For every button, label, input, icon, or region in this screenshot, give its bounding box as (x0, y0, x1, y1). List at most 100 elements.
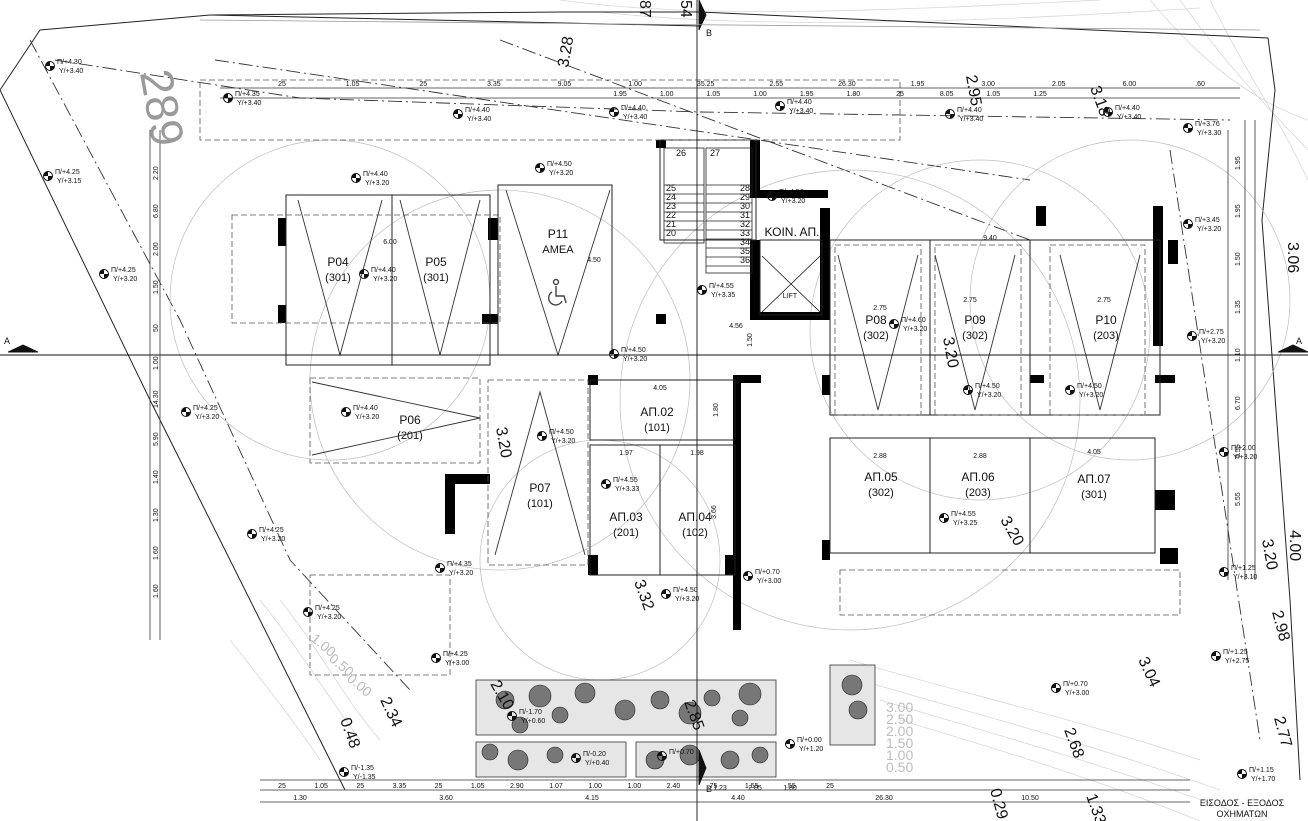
stair-step-number: 32 (740, 219, 750, 229)
level-top-value: Π/+0.70 (1063, 681, 1088, 688)
room-code: (302) (962, 330, 988, 342)
dimension-value: 1.55 (745, 783, 759, 790)
vertical-dimension: 1.50 (153, 280, 160, 294)
topographic-contours (229, 0, 1308, 821)
vertical-dimension: 14.30 (153, 390, 160, 408)
dimension-value: 6.00 (1123, 81, 1137, 88)
plan-annotations: P04(301)P05(301)P11AMEAP06(201)P07(101)P… (4, 0, 1303, 821)
level-marker (743, 571, 753, 581)
vertical-dimension: 1.40 (153, 470, 160, 484)
spot-level: 4.00 (1286, 530, 1303, 561)
spot-level: 3.04 (1134, 655, 1163, 690)
level-marker (507, 711, 517, 721)
room-code: (201) (613, 527, 639, 539)
left-dimension-strings (149, 120, 1256, 640)
spot-level: 2.77 (1270, 715, 1295, 750)
level-bottom-value: Υ/+3.20 (261, 536, 285, 543)
spot-level: 2.98 (1268, 609, 1293, 644)
room-dimension: 2.75 (1097, 297, 1111, 304)
level-bottom-value: Υ/+3.40 (237, 100, 261, 107)
dimension-value: .75 (708, 783, 718, 790)
level-bottom-value: Υ/+1.70 (1251, 776, 1275, 783)
landscape-planters (475, 664, 876, 778)
vertical-dimension: 5.55 (1235, 492, 1242, 506)
contour-label: 2.00 (886, 723, 913, 739)
room-name: ΑΠ.06 (961, 470, 995, 484)
dimension-value: 10.50 (1021, 795, 1039, 802)
lift-label: LIFT (783, 293, 798, 300)
dimension-value: .60 (1195, 81, 1205, 88)
parking-bays (199, 79, 1181, 676)
dimension-value: 2.05 (1052, 81, 1066, 88)
level-marker (431, 653, 441, 663)
level-bottom-value: Υ/+3.40 (623, 114, 647, 121)
level-bottom-value: Υ/+3.40 (1117, 114, 1141, 121)
level-marker (1237, 769, 1247, 779)
contour-label: 2.50 (886, 711, 913, 727)
vertical-dimension: 1.95 (1235, 204, 1242, 218)
level-bottom-value: Υ/+3.20 (449, 570, 473, 577)
level-bottom-value: Υ/+3.20 (317, 614, 341, 621)
level-top-value: Π/+4.50 (549, 429, 574, 436)
level-top-value: Π/-1.35 (351, 765, 374, 772)
level-bottom-value: Υ/+3.20 (1197, 226, 1221, 233)
level-bottom-value: Υ/+3.20 (549, 170, 573, 177)
dimension-value: 3.00 (981, 81, 995, 88)
spot-level: 3.18 (1086, 84, 1113, 119)
dimension-value: 1.05 (471, 783, 485, 790)
level-marker (889, 319, 899, 329)
spot-level: 3.28 (555, 35, 577, 69)
level-top-value: Π/+1.15 (1249, 767, 1274, 774)
dimension-value: 1.05 (987, 91, 1001, 98)
room-dimension: 3.66 (711, 505, 718, 519)
level-bottom-value: Υ/+3.25 (953, 520, 977, 527)
room-name: P06 (399, 413, 421, 427)
room-name: ΑΠ.07 (1077, 472, 1111, 486)
level-bottom-value: Υ/+3.40 (789, 108, 813, 115)
room-name: P09 (964, 313, 986, 327)
site-boundary (0, 11, 1301, 791)
room-name: ΑΠ.02 (640, 405, 674, 419)
dimension-value: 1.95 (613, 91, 627, 98)
level-top-value: Π/+2.75 (1199, 329, 1224, 336)
spot-level: 2.68 (1060, 726, 1087, 761)
level-bottom-value: Υ/+3.20 (675, 596, 699, 603)
room-dimension: 1.50 (747, 333, 754, 347)
vertical-dimension: 1.10 (1235, 348, 1242, 362)
spot-level: 3.20 (1258, 538, 1280, 572)
room-code: (301) (325, 272, 351, 284)
level-marker (767, 191, 777, 201)
level-top-value: Π/+4.25 (111, 267, 136, 274)
dimension-value: 25 (278, 783, 286, 790)
level-marker (181, 407, 191, 417)
level-bottom-value: Υ/+3.20 (551, 438, 575, 445)
spot-level: 54 (677, 0, 694, 18)
room-name: P11 (548, 227, 569, 241)
room-name: ΑΠ.04 (678, 510, 712, 524)
level-top-value: Π/+4.50 (547, 161, 572, 168)
dimension-value: 2.40 (667, 783, 681, 790)
room-dimension: 1.97 (619, 450, 633, 457)
level-bottom-value: Υ/+0.40 (585, 760, 609, 767)
vertical-dimension: 6.70 (1235, 396, 1242, 410)
level-bottom-value: Υ/+3.20 (977, 392, 1001, 399)
wheelchair-icon (548, 278, 567, 306)
dimension-value: 2.90 (510, 783, 524, 790)
room-code: (201) (397, 430, 423, 442)
contour-label: 1.50 (886, 735, 913, 751)
dimension-value: 9.05 (558, 81, 572, 88)
dimension-value: 1.80 (847, 91, 861, 98)
spot-level: 2.95 (962, 74, 984, 108)
dimension-value: 25 (278, 81, 286, 88)
room-name: P05 (425, 255, 447, 269)
level-bottom-value: Υ/+3.20 (1201, 338, 1225, 345)
plot-number: 289 (130, 65, 195, 150)
common-area-label: ΚΟΙΝ. ΑΠ. (765, 225, 820, 239)
level-bottom-value: Υ/+1.20 (799, 746, 823, 753)
dimension-value: 1.00 (588, 783, 602, 790)
level-top-value: Π/+4.40 (1115, 105, 1140, 112)
stair-step-number: 25 (666, 183, 676, 193)
dimension-value: .55 (786, 783, 796, 790)
